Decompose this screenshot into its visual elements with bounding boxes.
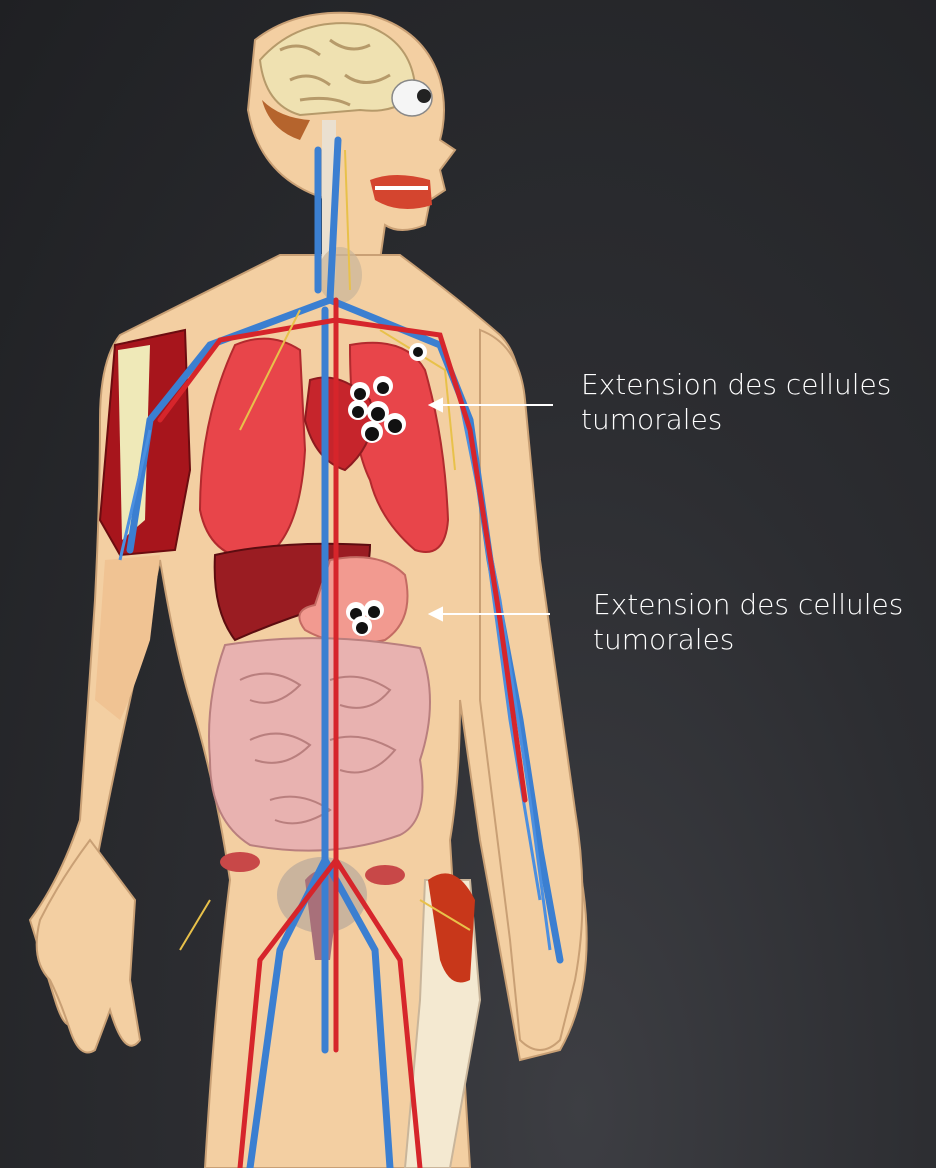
- right-arm: [480, 330, 583, 1050]
- annotation-label-lung-line2: tumorales: [581, 402, 891, 437]
- thyroid: [318, 247, 362, 303]
- annotation-label-stomach-line2: tumorales: [593, 622, 903, 657]
- annotation-label-stomach-line1: Extension des cellules: [593, 587, 903, 622]
- annotation-label-lung-line1: Extension des cellules: [581, 367, 891, 402]
- left-hand: [37, 840, 140, 1053]
- annotation-label-lung: Extension des cellules tumorales: [581, 367, 891, 437]
- eye: [392, 80, 432, 116]
- intestines: [209, 638, 430, 850]
- annotation-label-stomach: Extension des cellules tumorales: [593, 587, 903, 657]
